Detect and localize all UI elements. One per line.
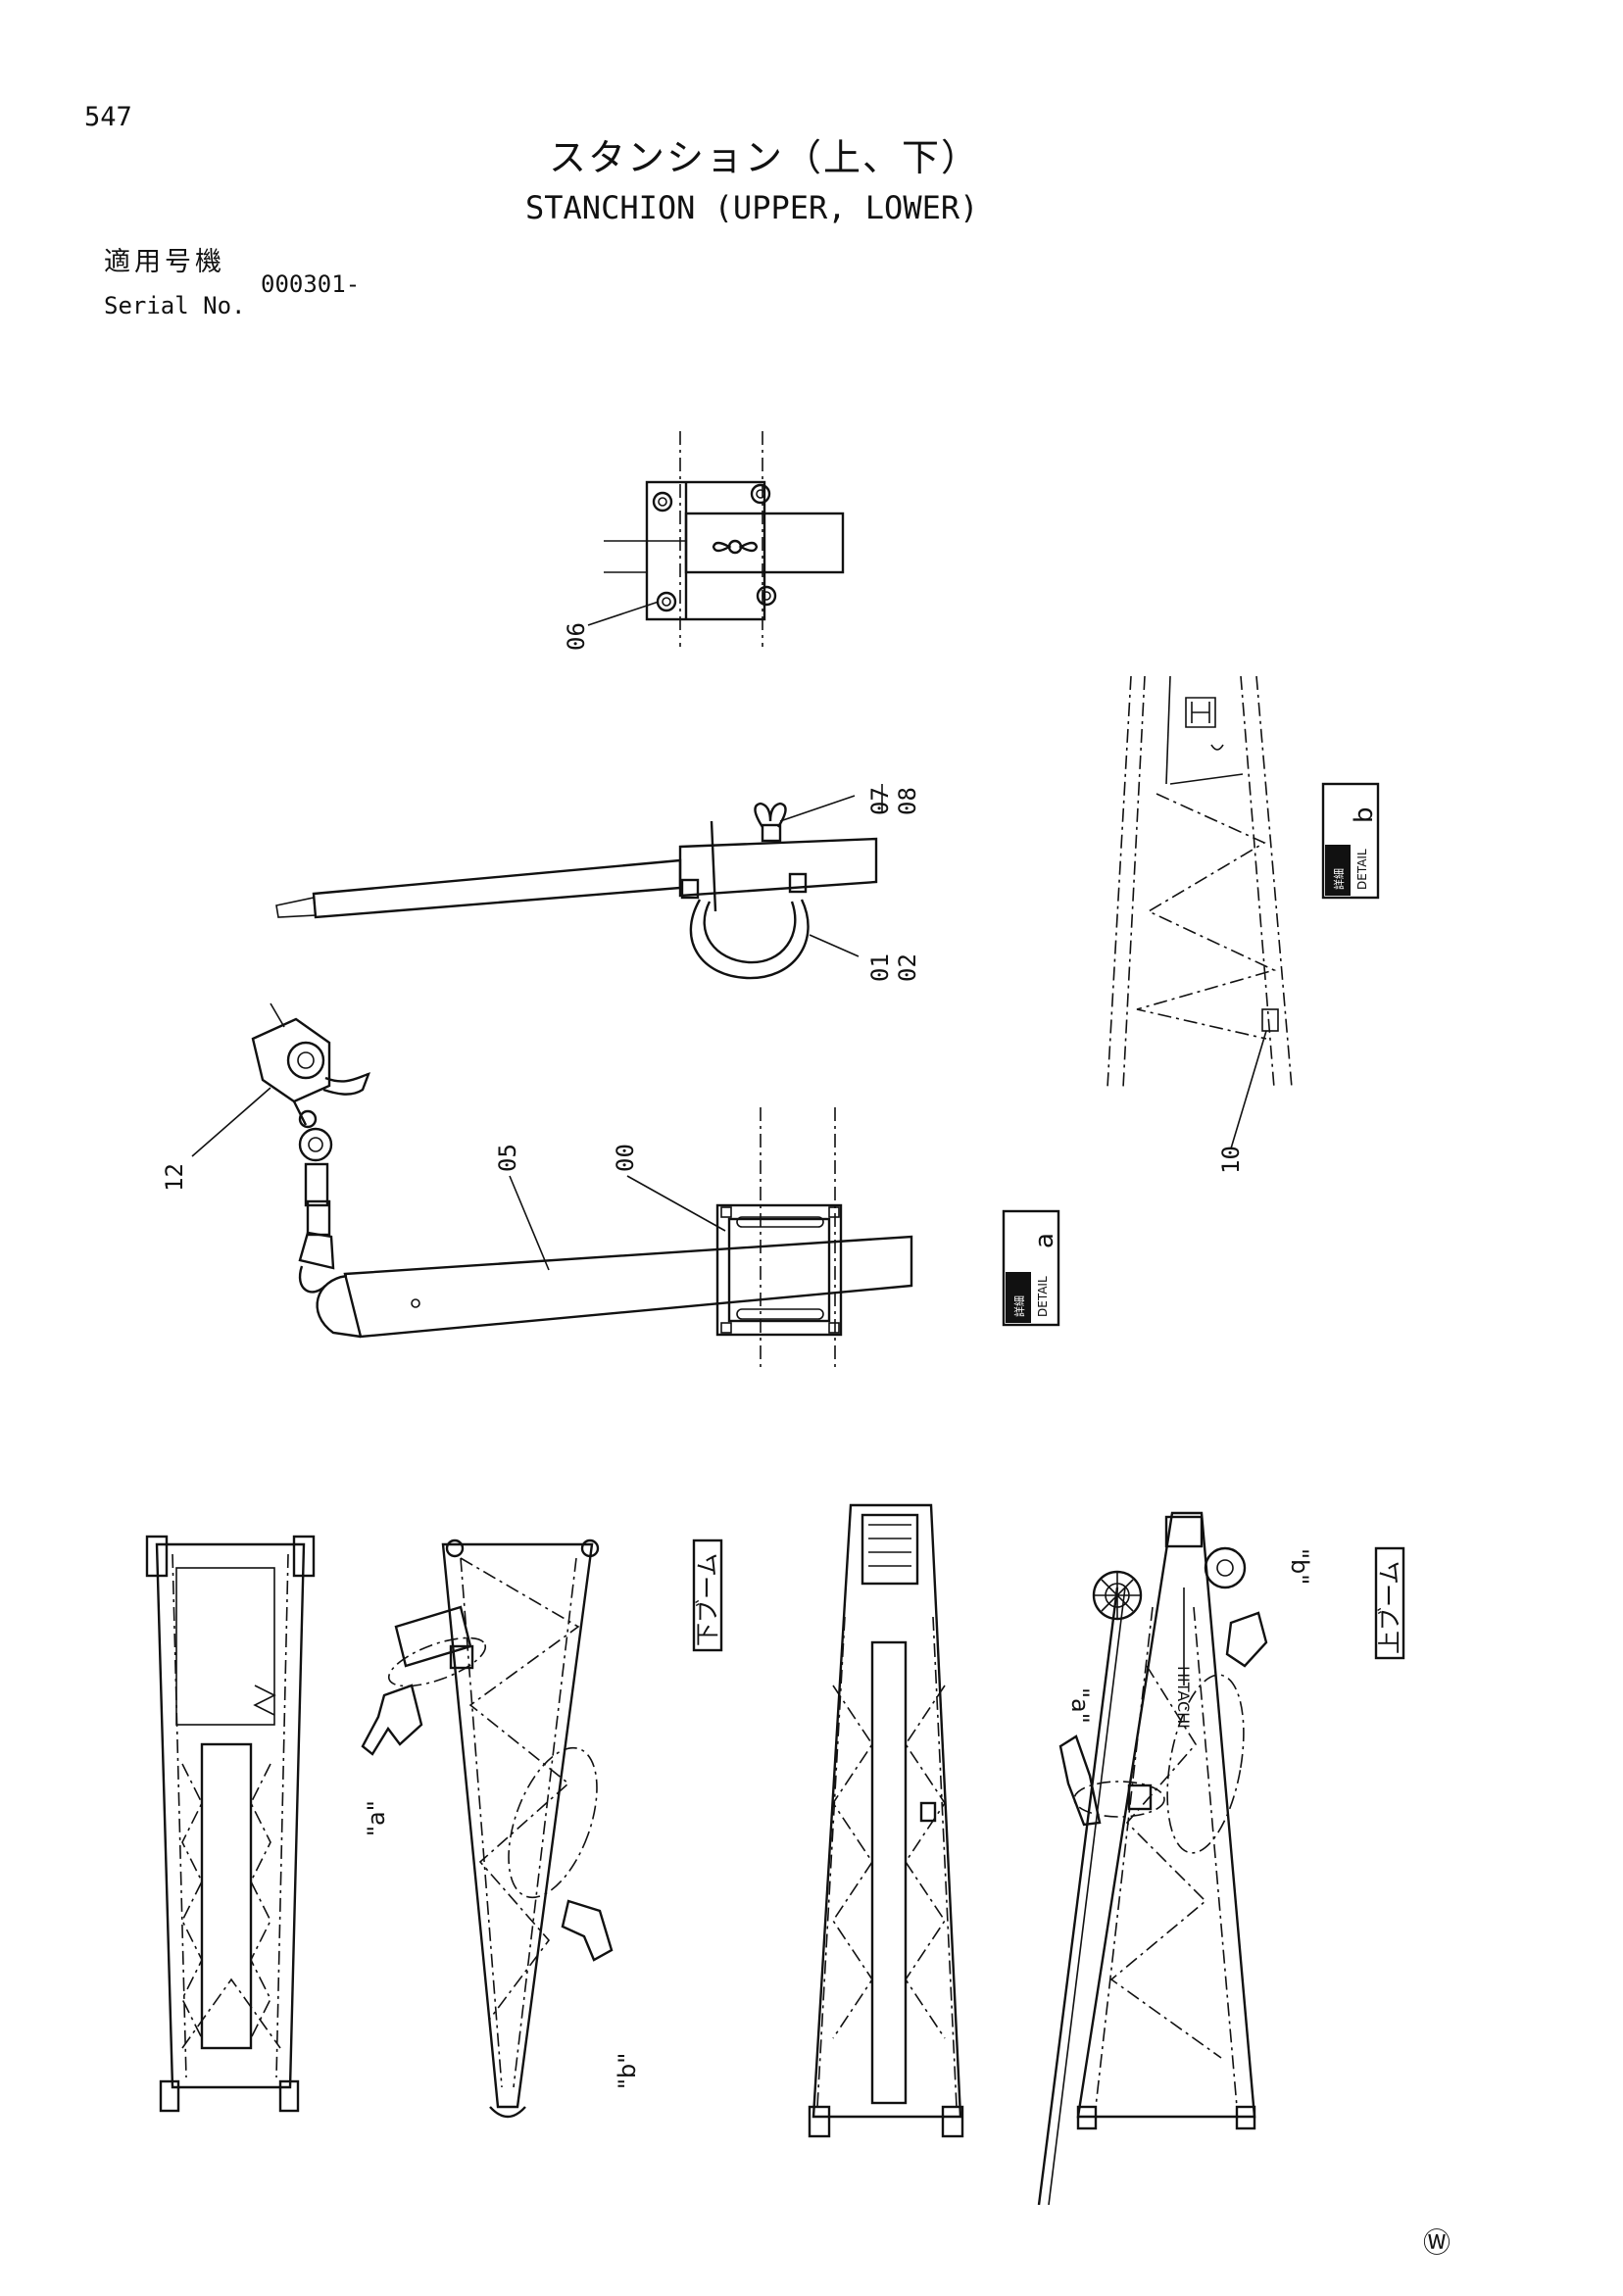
upper-boom-ref-b: "b" (1286, 1548, 1313, 1585)
title-japanese: スタンション（上、下） (549, 136, 981, 179)
callout-05: 05 (494, 1144, 521, 1172)
detail-a-letter: a (1030, 1233, 1059, 1248)
upper-boom-label: 上ブーム (1376, 1561, 1403, 1654)
upper-boom-ref-a: "a" (1066, 1687, 1094, 1724)
callout-07: 07 (866, 787, 894, 815)
upper-boom-side-view (1037, 1511, 1268, 2206)
callout-10: 10 (1217, 1146, 1245, 1174)
boom-detail-b-view (1107, 675, 1293, 1149)
title-english: STANCHION (UPPER, LOWER) (525, 189, 979, 226)
callout-00: 00 (612, 1144, 639, 1172)
detail-b-en: DETAIL (1355, 849, 1369, 890)
upper-boom-plan-view (808, 1503, 964, 2138)
detail-a-jp: 詳細 (1012, 1295, 1026, 1317)
callout-08: 08 (894, 787, 921, 815)
callout-06: 06 (563, 622, 590, 651)
serial-label-english: Serial No. (104, 292, 246, 319)
detail-a-en: DETAIL (1036, 1276, 1050, 1317)
detail-b-jp: 詳細 (1332, 868, 1346, 890)
page-number: 547 (84, 102, 132, 132)
boom-brand-text: HITACHI (1174, 1666, 1193, 1729)
detail-b-tag (1321, 782, 1380, 900)
lower-boom-ref-b: "b" (614, 2053, 641, 2089)
detail-a-tag (1002, 1209, 1060, 1327)
stanchion-saddle-view (275, 795, 878, 980)
watermark-mark: Ⓦ (1422, 2226, 1451, 2259)
upper-boom-label-box (1374, 1546, 1405, 1660)
clamp-top-view (587, 431, 845, 647)
lower-boom-ref-a: "a" (363, 1800, 390, 1836)
callout-01: 01 (866, 953, 894, 982)
lower-boom-plan-view (145, 1535, 316, 2113)
callout-12: 12 (161, 1163, 188, 1192)
callout-02: 02 (894, 953, 921, 982)
lower-boom-label: 下ブーム (694, 1553, 721, 1646)
serial-label-japanese: 適用号機 (104, 247, 225, 277)
lower-boom-label-box (692, 1539, 723, 1652)
stanchion-clamp-hook-view (191, 1002, 913, 1372)
detail-b-letter: b (1350, 806, 1379, 823)
lower-boom-side-view (361, 1539, 614, 2119)
serial-number-value: 000301- (261, 270, 361, 298)
